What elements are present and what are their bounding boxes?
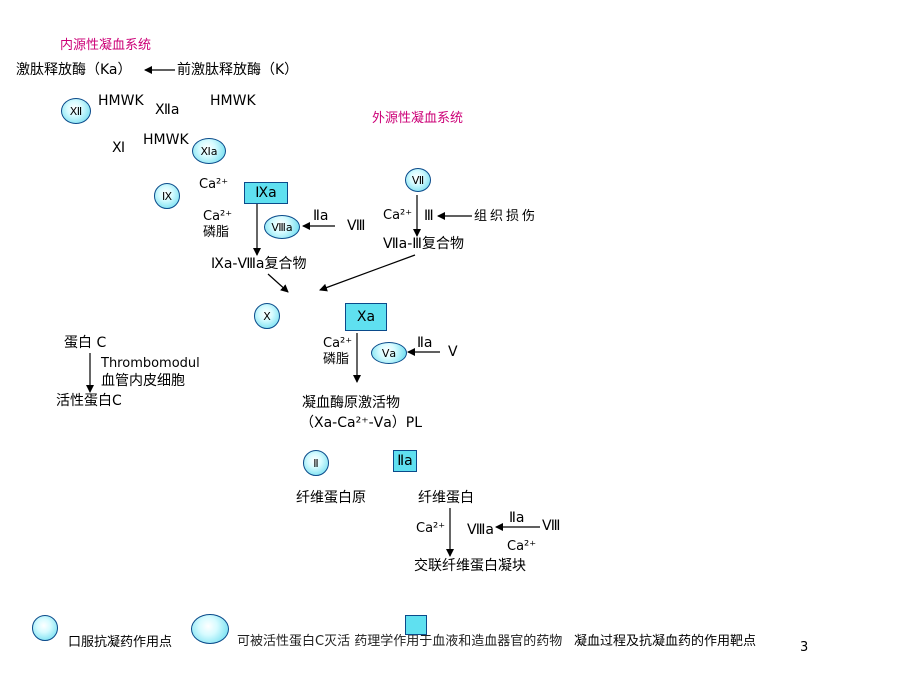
prekallikrein-label: 前激肽释放酶（K） (177, 62, 299, 78)
factor-7-label: Ⅶ (411, 173, 425, 187)
legend-box (405, 615, 427, 635)
hmwk-label-2: HMWK (210, 93, 256, 109)
legend-apc-label: 可被活性蛋白C灭活 药理学作用于血液和造血器官的药物 (237, 634, 563, 649)
extrinsic-title: 外源性凝血系统 (372, 111, 464, 126)
factor-11a-label: Ⅺa (200, 144, 218, 158)
factor-12-oval: Ⅻ (61, 98, 91, 124)
complex-7a-3-label: Ⅶa-Ⅲ复合物 (383, 236, 464, 252)
intrinsic-title: 内源性凝血系统 (60, 38, 152, 53)
factor-10a-box: Ⅹa (345, 303, 387, 331)
ca-label-6: Ca²⁺ (507, 539, 537, 554)
factor-8-label-1: Ⅷ (347, 218, 366, 234)
crosslinked-fibrin-label: 交联纤维蛋白凝块 (414, 558, 526, 574)
prothrombinase-label: 凝血酶原激活物 (302, 395, 400, 411)
factor-10-label: Ⅹ (263, 309, 271, 323)
factor-8a-oval: Ⅷa (264, 215, 300, 239)
factor-5a-label: Ⅴa (381, 346, 397, 360)
factor-5-label: Ⅴ (448, 344, 458, 360)
tissue-injury-label: 组织损伤 (474, 209, 539, 224)
page-number: 3 (800, 640, 809, 655)
factor-8a-label: Ⅷa (271, 220, 293, 234)
factor-2a-label-2: Ⅱa (417, 335, 433, 351)
factor-8-label-2: Ⅷ (542, 518, 561, 534)
ca-label-2: Ca²⁺ (203, 209, 233, 224)
factor-7-oval: Ⅶ (405, 168, 431, 192)
factor-3-label: Ⅲ (424, 208, 434, 224)
factor-5a-oval: Ⅴa (371, 342, 407, 364)
factor-12a-label: Ⅻa (155, 102, 180, 118)
ca-label-5: Ca²⁺ (416, 521, 446, 536)
phospholipid-label-2: 磷脂 (323, 352, 350, 367)
factor-2-oval: Ⅱ (303, 450, 329, 476)
factor-11-label: Ⅺ (112, 140, 126, 156)
factor-2a-box-label: Ⅱa (397, 453, 413, 469)
phospholipid-label-1: 磷脂 (203, 225, 230, 240)
factor-10-oval: Ⅹ (254, 303, 280, 329)
factor-9a-box: Ⅸa (244, 182, 288, 204)
factor-2a-label-1: Ⅱa (313, 208, 329, 224)
legend-oral-oval (32, 615, 58, 641)
hmwk-label-1: HMWK (98, 93, 144, 109)
factor-10a-label: Ⅹa (356, 309, 376, 325)
factor-9a-label: Ⅸa (255, 185, 277, 201)
factor-9-oval: Ⅸ (154, 183, 180, 209)
legend-oral-text: 口服抗凝药作用点 (68, 635, 173, 650)
protein-c-label: 蛋白 C (64, 335, 107, 351)
figure-title: 凝血过程及抗凝血药的作用靶点 (574, 634, 757, 649)
ca-label-4: Ca²⁺ (323, 336, 353, 351)
factor-9-label: Ⅸ (161, 189, 173, 203)
arrow-7a3-to-10 (319, 254, 416, 292)
fibrinogen-label: 纤维蛋白原 (296, 490, 366, 506)
factor-2-label: Ⅱ (313, 456, 319, 470)
activated-protein-c-label: 活性蛋白C (56, 393, 122, 409)
endothelial-cell-label: 血管内皮细胞 (101, 373, 185, 389)
factor-12-label: Ⅻ (69, 104, 83, 118)
complex-9a-8a-label: Ⅸa-Ⅷa复合物 (211, 256, 307, 272)
ca-label-1: Ca²⁺ (199, 177, 229, 192)
legend-oral-label: 口服抗凝药作用点 (68, 634, 178, 651)
legend-apc-oval (191, 614, 229, 644)
factor-8a-label-2: Ⅷa (467, 522, 495, 538)
prothrombinase-formula: （Ⅹa-Ca²⁺-Ⅴa）PL (300, 415, 423, 431)
hmwk-label-3: HMWK (143, 132, 189, 148)
fibrin-label: 纤维蛋白 (418, 490, 474, 506)
factor-2a-label-3: Ⅱa (509, 510, 525, 526)
thrombomodulin-label: Thrombomodul (101, 356, 200, 371)
arrow-9a8a-to-10 (267, 273, 289, 293)
factor-11a-oval: Ⅺa (192, 138, 226, 164)
kallikrein-label: 激肽释放酶（Ka） (16, 62, 132, 78)
factor-2a-box: Ⅱa (393, 450, 417, 472)
ca-label-3: Ca²⁺ (383, 208, 413, 223)
